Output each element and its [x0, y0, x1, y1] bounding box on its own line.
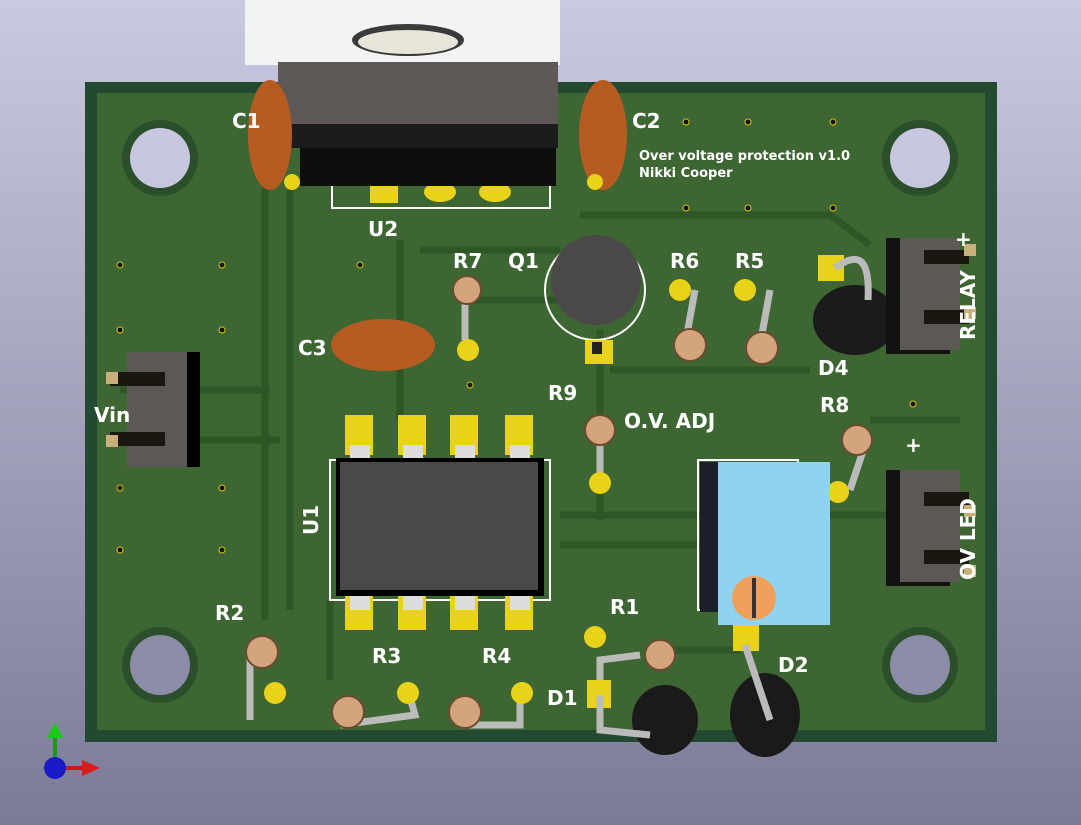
r1-label: R1 [610, 595, 639, 619]
r3-label: R3 [372, 644, 401, 668]
c2-capacitor[interactable] [579, 80, 627, 190]
d1-diode[interactable] [596, 685, 698, 755]
mounting-holes [122, 120, 958, 703]
q1-label: Q1 [508, 249, 539, 273]
resistor-bodies [245, 275, 873, 729]
vin-label: Vin [94, 403, 130, 427]
pads [264, 255, 849, 708]
vias [116, 118, 917, 554]
relay-plus: + [955, 227, 972, 251]
relay-label: RELAY [956, 270, 980, 340]
board-author: Nikki Cooper [639, 166, 733, 181]
r8-label: R8 [820, 393, 849, 417]
c3-capacitor[interactable] [331, 319, 435, 371]
d2-label: D2 [778, 653, 809, 677]
board-title: Over voltage protection v1.0 [639, 149, 850, 164]
relay-header[interactable] [886, 238, 976, 354]
d1-label: D1 [547, 686, 578, 710]
r7-label: R7 [453, 249, 482, 273]
d2-diode[interactable] [730, 643, 800, 757]
u2-regulator[interactable] [245, 0, 560, 209]
board [97, 93, 985, 730]
silkscreen-labels: C1 C2 U2 R7 Q1 R6 R5 C3 D4 R9 O.V. ADJ R… [94, 109, 980, 710]
c1-label: C1 [232, 109, 261, 133]
c2-label: C2 [632, 109, 661, 133]
ov-led-header[interactable] [886, 470, 976, 586]
u2-label: U2 [368, 217, 398, 241]
r5-label: R5 [735, 249, 764, 273]
d4-label: D4 [818, 356, 849, 380]
ov-adj-trimpot[interactable] [697, 459, 830, 625]
u1-ic[interactable] [329, 415, 551, 630]
d4-diode[interactable] [813, 255, 897, 355]
c3-label: C3 [298, 336, 327, 360]
q1-transistor[interactable] [544, 235, 646, 364]
r9-label: R9 [548, 381, 577, 405]
ov-led-label: OV LED [956, 498, 980, 580]
axis-gizmo-icon [44, 722, 100, 779]
r4-label: R4 [482, 644, 511, 668]
ov-led-plus: + [905, 433, 922, 457]
r6-label: R6 [670, 249, 699, 273]
c1-capacitor[interactable] [248, 80, 300, 190]
r2-label: R2 [215, 601, 244, 625]
u1-label: U1 [299, 505, 323, 535]
vin-header[interactable] [106, 352, 200, 467]
ov-adj-label: O.V. ADJ [624, 409, 715, 433]
